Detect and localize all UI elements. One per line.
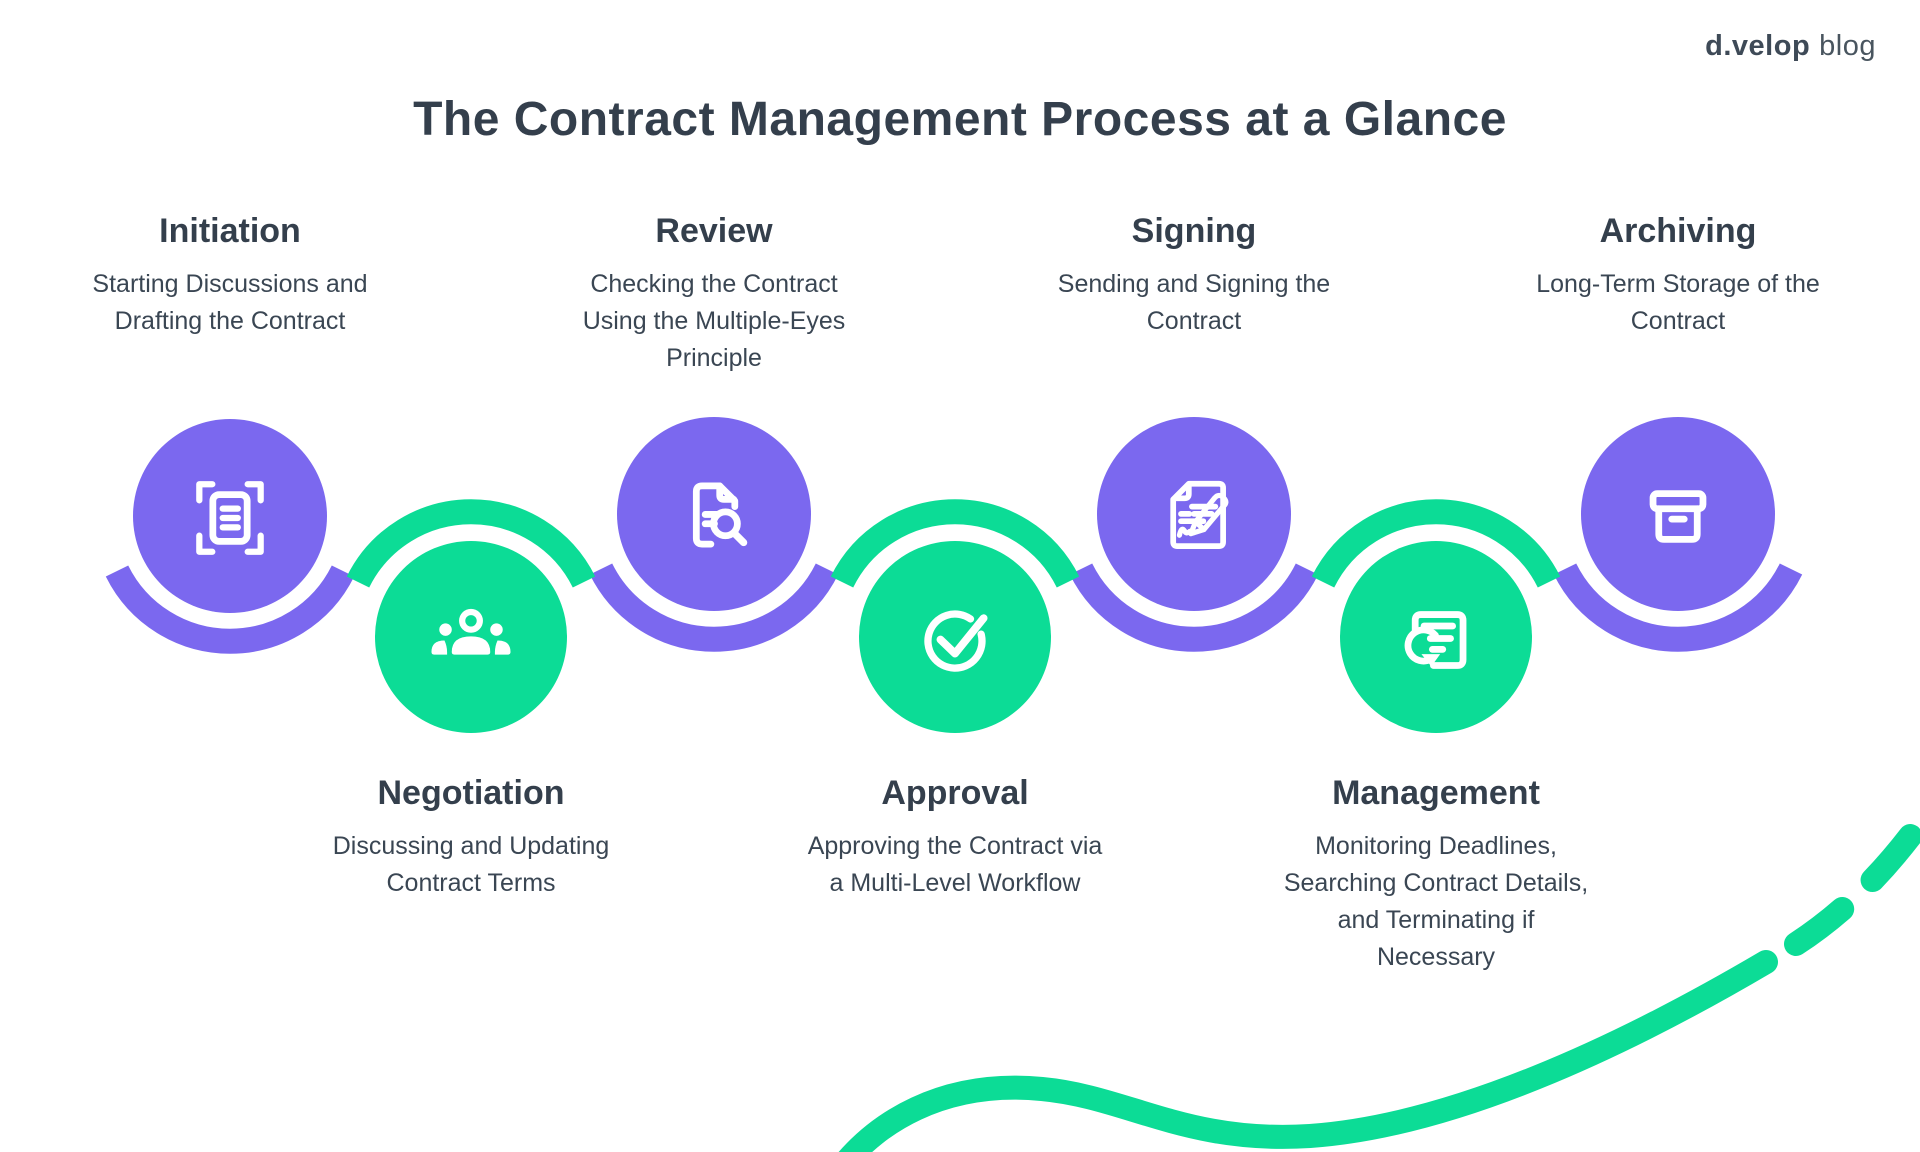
arc-under-archiving [1553, 563, 1803, 652]
people-group-icon [431, 608, 511, 655]
arc-over-management [1311, 499, 1561, 588]
step-label-signing: Signing Sending and Signing the Contract [1024, 212, 1364, 340]
step-name: Approval [881, 774, 1029, 812]
step-name: Negotiation [377, 774, 565, 812]
step-description: Checking the Contract Using the Multiple… [582, 270, 846, 373]
arc-over-approval [830, 499, 1080, 588]
step-description: Discussing and Updating Contract Terms [332, 832, 610, 898]
arc-under-signing [1069, 563, 1319, 652]
growth-curve-dashed [1784, 803, 1920, 956]
step-name: Initiation [159, 212, 301, 250]
step-label-archiving: Archiving Long-Term Storage of the Contr… [1508, 212, 1848, 340]
check-circle-icon [924, 610, 988, 672]
step-label-approval: Approval Approving the Contract via a Mu… [785, 774, 1125, 902]
step-description: Monitoring Deadlines, Searching Contract… [1283, 832, 1589, 972]
step-description: Starting Discussions and Drafting the Co… [92, 270, 368, 336]
circle-approval [859, 541, 1051, 733]
step-label-negotiation: Negotiation Discussing and Updating Cont… [301, 774, 641, 902]
step-label-initiation: Initiation Starting Discussions and Draf… [60, 212, 400, 340]
signature-document-icon [1170, 480, 1229, 550]
step-name: Archiving [1599, 212, 1757, 250]
logo-suffix-text: blog [1819, 30, 1876, 62]
step-description: Long-Term Storage of the Contract [1536, 270, 1820, 336]
step-description: Approving the Contract via a Multi-Level… [807, 832, 1103, 898]
circle-archiving [1581, 417, 1775, 611]
step-label-management: Management Monitoring Deadlines, Searchi… [1266, 774, 1606, 976]
arc-under-initiation [105, 565, 355, 654]
wave-arcs [105, 499, 1803, 654]
growth-curve-solid [838, 950, 1778, 1152]
page-title: The Contract Management Process at a Gla… [413, 93, 1507, 146]
step-name: Review [655, 212, 773, 250]
arc-under-review [589, 563, 839, 652]
step-description: Sending and Signing the Contract [1057, 270, 1331, 336]
step-name: Signing [1131, 212, 1257, 250]
growth-curve-decoration [838, 803, 1920, 1152]
scan-document-icon [196, 481, 264, 555]
contract-renewal-icon [1404, 611, 1467, 669]
document-search-icon [692, 482, 748, 548]
logo-brand-text: d.velop [1705, 30, 1811, 62]
step-circles [133, 417, 1775, 733]
step-label-review: Review Checking the Contract Using the M… [544, 212, 884, 377]
step-name: Management [1332, 774, 1540, 812]
archive-box-icon [1649, 490, 1707, 543]
arc-over-negotiation [346, 499, 596, 588]
